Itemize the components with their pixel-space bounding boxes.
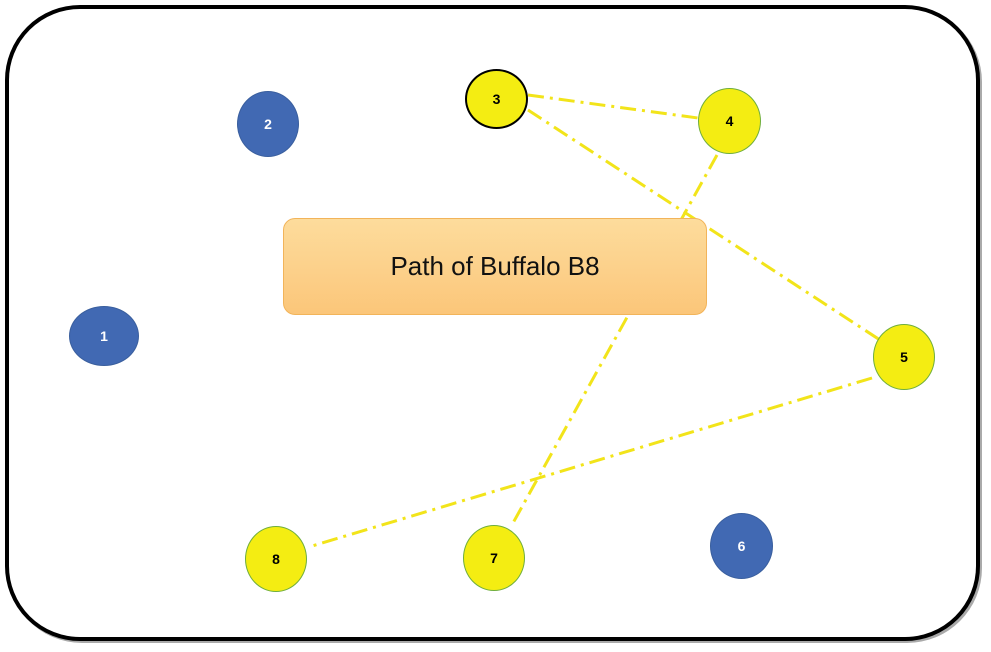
node-7: 7 bbox=[463, 525, 525, 591]
path-edge-5-8 bbox=[311, 376, 873, 548]
node-5-label: 5 bbox=[900, 349, 908, 365]
node-5: 5 bbox=[873, 324, 935, 390]
node-3: 3 bbox=[465, 69, 528, 129]
node-4: 4 bbox=[698, 88, 761, 154]
node-1: 1 bbox=[69, 306, 139, 366]
node-1-label: 1 bbox=[100, 328, 108, 344]
path-edge-4-7 bbox=[511, 154, 719, 524]
title-box: Path of Buffalo B8 bbox=[283, 218, 707, 315]
node-2-label: 2 bbox=[264, 116, 272, 132]
node-6-label: 6 bbox=[737, 538, 746, 554]
node-6: 6 bbox=[710, 513, 773, 579]
node-7-label: 7 bbox=[490, 550, 498, 566]
node-4-label: 4 bbox=[725, 113, 734, 129]
node-8: 8 bbox=[245, 526, 307, 592]
node-8-label: 8 bbox=[272, 551, 280, 567]
node-3-label: 3 bbox=[492, 91, 501, 107]
path-edge-3-4 bbox=[527, 93, 699, 120]
diagram-title: Path of Buffalo B8 bbox=[390, 251, 600, 281]
node-2: 2 bbox=[237, 91, 299, 157]
